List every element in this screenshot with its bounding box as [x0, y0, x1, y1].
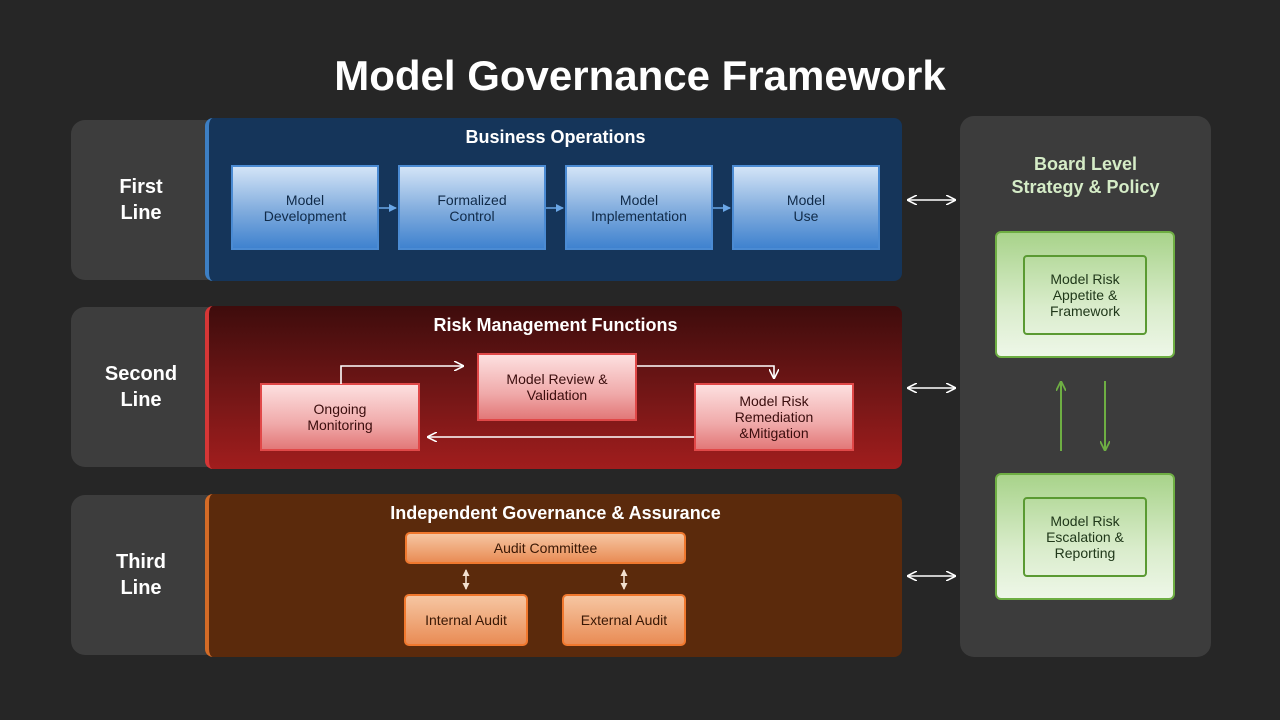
risk-escalation-card: Model Risk Escalation & Reporting: [995, 473, 1175, 600]
business-operations-title: Business Operations: [465, 127, 646, 147]
audit-committee-box: Audit Committee: [405, 532, 686, 564]
first-line-label-word-2: Line: [120, 202, 162, 224]
ongoing-monitoring-box: Ongoing Monitoring: [260, 383, 420, 451]
governance-assurance-panel: Independent Governance & Assurance Audit…: [205, 494, 902, 657]
board-level-panel: Board Level Strategy & Policy Model Risk…: [960, 116, 1211, 657]
first-line-label-word-1: First: [119, 176, 163, 198]
model-review-validation-box: Model Review & Validation: [477, 353, 637, 421]
internal-audit-box: Internal Audit: [404, 594, 528, 646]
third-line-label-word-2: Line: [120, 577, 162, 599]
monitoring-to-review-arrow: [340, 366, 463, 384]
risk-management-title: Risk Management Functions: [433, 315, 678, 335]
third-line-label-word-1: Third: [116, 551, 166, 573]
risk-management-panel: Risk Management Functions Ongoing Monito…: [205, 306, 902, 469]
board-level-title: Board Level Strategy & Policy: [1011, 154, 1160, 197]
formalized-control-box: Formalized Control: [398, 165, 546, 250]
model-implementation-box: Model Implementation: [565, 165, 713, 250]
business-operations-panel: Business Operations Model Development Fo…: [205, 118, 902, 281]
external-audit-box: External Audit: [562, 594, 686, 646]
second-line-label-word-2: Line: [120, 389, 162, 411]
review-to-remediation-arrow: [637, 365, 774, 378]
governance-assurance-title: Independent Governance & Assurance: [390, 503, 721, 523]
model-risk-remediation-box: Model Risk Remediation &Mitigation: [694, 383, 854, 451]
risk-appetite-card: Model Risk Appetite & Framework: [995, 231, 1175, 358]
risk-escalation-box: Model Risk Escalation & Reporting: [1023, 497, 1147, 577]
model-development-box: Model Development: [231, 165, 379, 250]
second-line-label-word-1: Second: [104, 363, 178, 385]
page-title: Model Governance Framework: [334, 52, 946, 99]
risk-appetite-box: Model Risk Appetite & Framework: [1023, 255, 1147, 335]
model-use-box: Model Use: [732, 165, 880, 250]
